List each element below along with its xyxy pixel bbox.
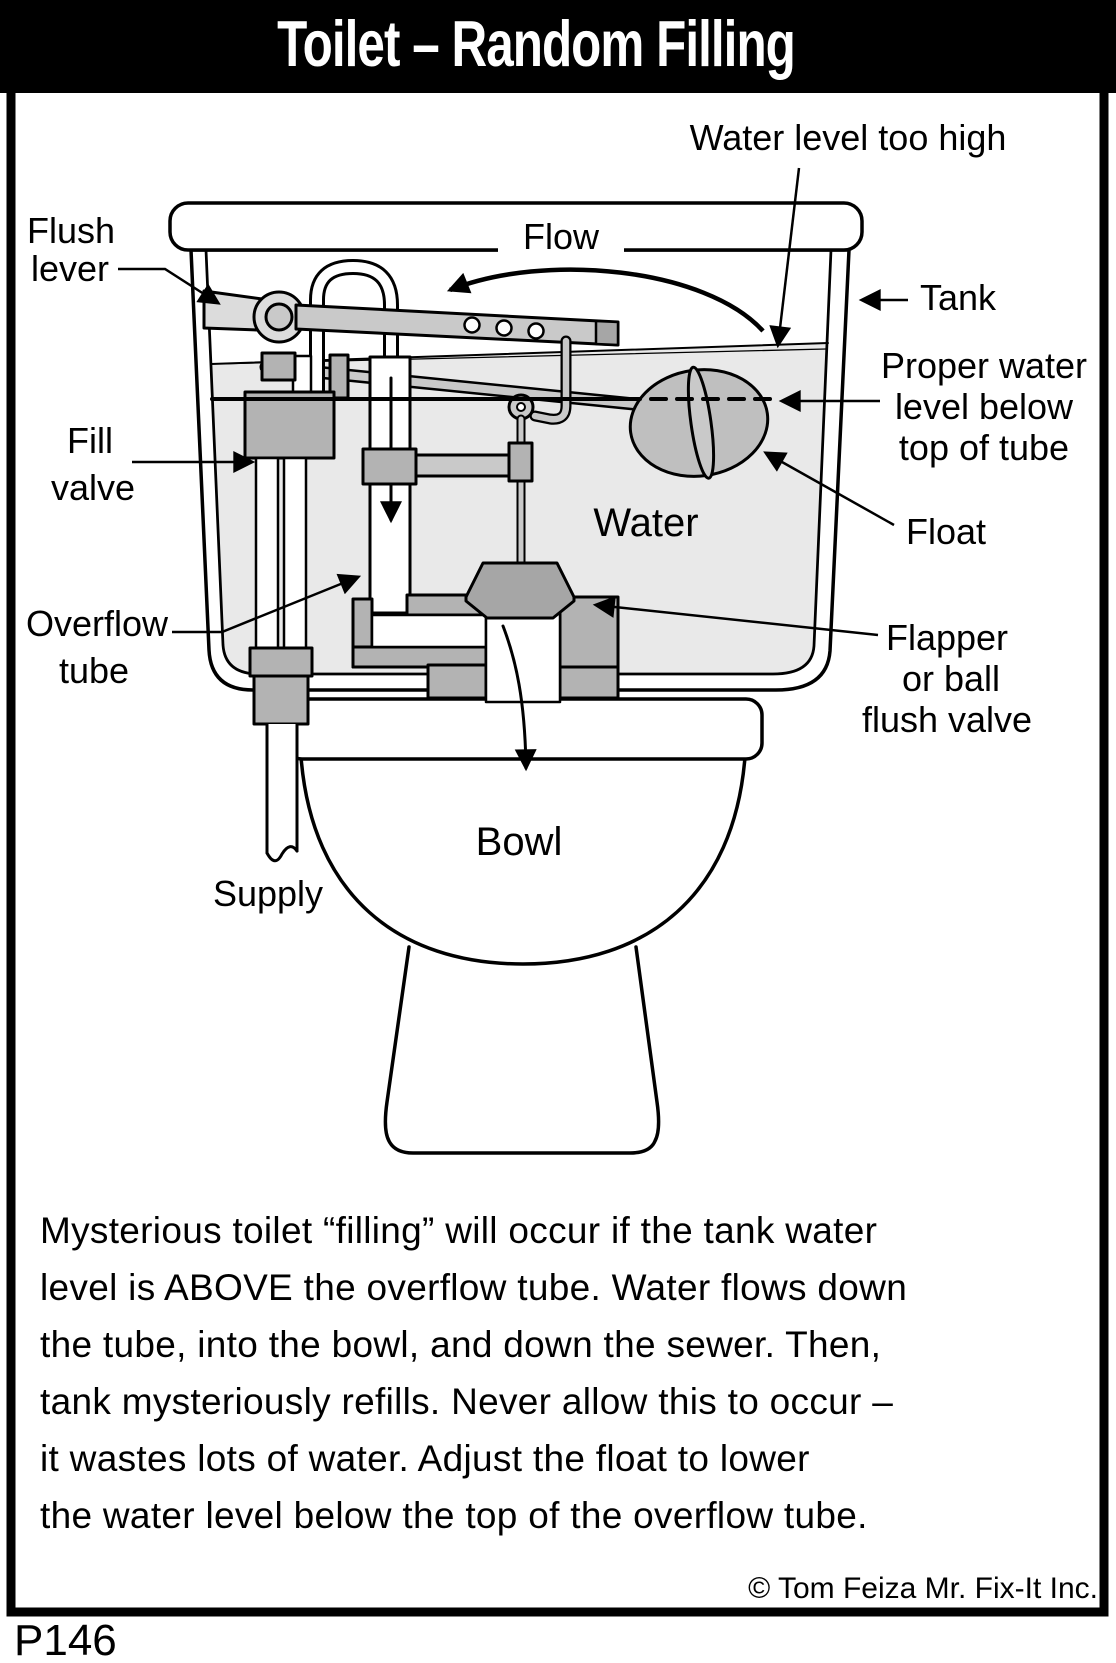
valve-seat-block [558, 595, 620, 669]
bracket-clevis [507, 441, 534, 483]
bowl-shape [299, 755, 747, 966]
title-bar [0, 0, 1116, 93]
page-code: P146 [14, 1616, 117, 1663]
flush-hub-inner [264, 302, 294, 332]
arrow-flow [446, 267, 765, 333]
label-supply: Supply [213, 873, 323, 914]
label-proper-level-1: Proper water [881, 345, 1087, 386]
arrow-flapper [592, 596, 879, 637]
flush-arm-hole [527, 322, 545, 340]
label-proper-level-2: level below [895, 386, 1074, 427]
fill-valve-riser-2 [282, 456, 308, 652]
fill-valve-riser-1 [254, 456, 280, 652]
caption-line: tank mysteriously refills. Never allow t… [40, 1381, 893, 1422]
flush-arm-tip [594, 319, 620, 347]
label-tank: Tank [920, 277, 997, 318]
lift-guide-hole [516, 402, 526, 412]
fill-valve-body [243, 390, 336, 460]
label-proper-level-3: top of tube [899, 427, 1069, 468]
float-ball [628, 365, 770, 480]
arrow-float [763, 451, 895, 527]
gasket-right [558, 663, 620, 700]
flow-down-arrow [501, 624, 537, 772]
bracket-bar [414, 453, 514, 478]
label-bowl: Bowl [476, 820, 563, 864]
label-water-level-too-high: Water level too high [690, 117, 1007, 158]
caption-line: it wastes lots of water. Adjust the floa… [40, 1438, 810, 1479]
label-float: Float [906, 511, 986, 552]
caption: Mysterious toilet “filling” will occur i… [40, 1210, 907, 1536]
label-overflow-tube-1: Overflow [26, 603, 169, 644]
fill-valve-nut [260, 351, 297, 382]
lift-wire [531, 337, 570, 423]
fill-valve-shank [248, 646, 314, 678]
caption-line: the tube, into the bowl, and down the se… [40, 1324, 881, 1365]
refill-tube [312, 262, 396, 415]
label-flush-lever-2: lever [31, 248, 109, 289]
arrow-water-level-too-high [769, 167, 801, 349]
label-water: Water [593, 501, 698, 545]
label-fill-valve-2: valve [51, 467, 135, 508]
label-flapper-1: Flapper [886, 617, 1008, 658]
elbow-channel [370, 613, 488, 649]
arrow-overflow-tube [172, 573, 362, 634]
caption-line: level is ABOVE the overflow tube. Water … [40, 1267, 907, 1308]
flapper-shape [464, 561, 576, 620]
supply-tube-fill [267, 724, 297, 852]
label-flush-lever-1: Flush [27, 210, 115, 251]
label-flapper-3: flush valve [862, 699, 1032, 740]
arrow-flush-lever [118, 267, 221, 305]
labels: Water level too high Flush lever Flow Ta… [26, 117, 1087, 914]
pedestal [383, 945, 661, 1155]
gasket-left [426, 663, 488, 700]
label-flow: Flow [523, 216, 600, 257]
copyright: © Tom Feiza Mr. Fix-It Inc. [748, 1572, 1098, 1605]
label-overflow-tube-2: tube [59, 650, 129, 691]
flow-label-backing [498, 220, 624, 253]
label-fill-valve-1: Fill [67, 420, 113, 461]
supply-tube-break [265, 845, 299, 863]
bracket-clamp [361, 447, 418, 486]
flush-arm-hole [495, 319, 513, 337]
supply-locknut [252, 674, 310, 726]
caption-line: Mysterious toilet “filling” will occur i… [40, 1210, 877, 1251]
page-title: Toilet – Random Filling [277, 9, 795, 81]
caption-line: the water level below the top of the ove… [40, 1495, 868, 1536]
label-flapper-2: or ball [902, 658, 1000, 699]
toilet-drawing [168, 201, 864, 1155]
flush-arm-hole [463, 316, 481, 334]
